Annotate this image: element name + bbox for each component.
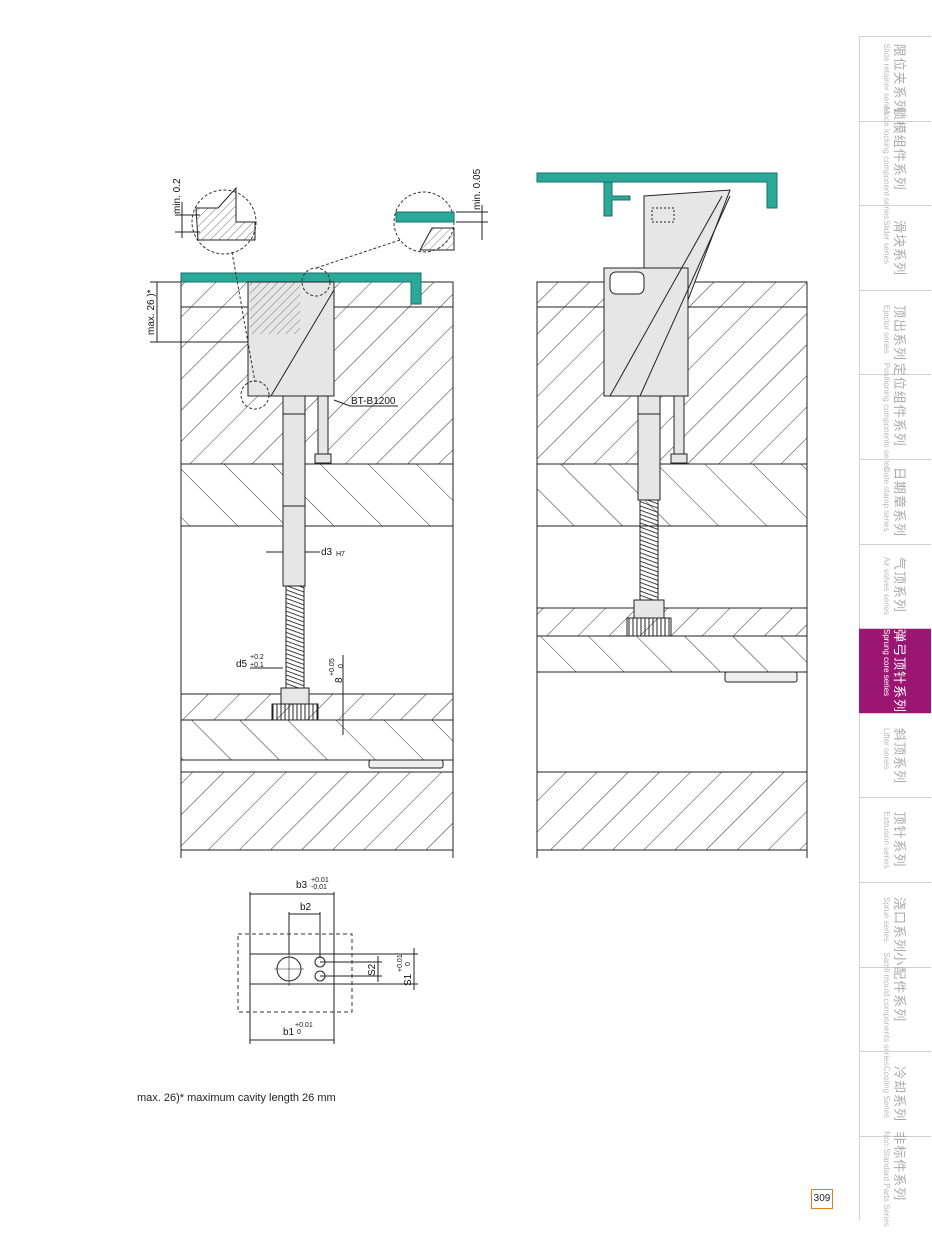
sidebar-tab-title: 锁模组件系列 [890,107,906,192]
label-d5-up: +0.2 [250,654,264,661]
label-d3: d3 [321,547,333,558]
sidebar-tab-subtitle: Date stamp series [881,466,891,532]
sidebar-tab-subtitle: Sprung core series [881,628,891,697]
left-plate-2 [180,463,454,527]
left-assembly: min. 0.2 min. 0.05 max. 26 )* BT-B1200 d… [146,168,488,858]
sidebar-tab-subtitle: Ejector series [881,304,891,354]
sidebar-tab-subtitle: Air valves series [881,557,891,616]
label-b1: b1 [283,1027,295,1038]
right-assembly [536,172,808,858]
sidebar-tab-title: 弹弓顶针系列 [890,628,906,713]
label-b1-lo: 0 [297,1029,301,1036]
sidebar-tab-subtitle: Slide retainer series [881,43,891,115]
left-core-pin [282,395,306,507]
left-nut [280,687,310,705]
sidebar-tab-title: 定位组件系列 [890,362,906,447]
label-s1-lo: 0 [405,962,412,966]
sidebar-tab-title: 滑块系列 [890,219,906,276]
left-knurled-head [271,703,319,721]
label-min-02: min. 0.2 [172,178,183,214]
sidebar-tab-subtitle: Positioning components series [881,362,891,472]
label-s1: S1 [403,973,414,986]
label-min-005: min. 0.05 [472,168,483,210]
label-part-number: BT-B1200 [351,396,396,407]
label-eight-up: +0.05 [329,658,336,676]
left-ejector-retainer [180,719,454,761]
label-d5: d5 [236,659,248,670]
sidebar-tab-title: 顶针系列 [890,811,906,868]
label-b3-up: +0.01 [311,877,329,884]
sidebar-tab-title: 小配件系列 [890,952,906,1023]
label-b2: b2 [300,902,312,913]
label-b3: b3 [296,880,308,891]
sidebar-tab-subtitle: Non-Standard Parts Series [881,1130,891,1227]
sidebar-tab-subtitle: Samll mould components series [881,952,891,1067]
plan-view: b3 +0.01 -0.01 b2 S2 S1 +0.01 0 b1 +0.01… [237,877,418,1044]
label-s2: S2 [367,963,378,976]
sidebar-tab-title: 浇口系列 [890,896,906,953]
sidebar-tab-subtitle: Slider series [881,219,891,264]
footnote: max. 26)* maximum cavity length 26 mm [137,1092,336,1104]
sidebar-tab-subtitle: Extrusion series [881,811,891,869]
label-d3-tol: H7 [336,551,345,558]
sidebar-tab-title: 非标件系列 [890,1130,906,1201]
sidebar-tab-subtitle: Mode locking component series [881,107,891,220]
left-bottom-plate [180,771,454,851]
sidebar-tab-title: 限位夹系列 [890,43,906,114]
label-b1-up: +0.01 [295,1022,313,1029]
sidebar-tab-title: 冷却系列 [890,1065,906,1122]
sidebar-tab-subtitle: Cooling Series [881,1065,891,1119]
label-eight: 8 [334,677,345,683]
left-guide-pin [317,395,329,455]
sidebar-tab-title: 斜顶系列 [890,727,906,784]
label-d5-lo: +0.1 [250,662,264,669]
right-molded-part [536,172,778,209]
sidebar-tab-subtitle: Sprue series [881,896,891,942]
page-number: 309 [811,1189,833,1209]
label-max-26: max. 26 )* [146,289,157,335]
label-eight-lo: 0 [338,664,345,668]
sidebar-tab-title: 顶出系列 [890,304,906,361]
sidebar-tab-title: 日期章系列 [890,466,906,537]
label-b3-lo: -0.01 [311,884,327,891]
label-s1-up: +0.01 [397,954,404,972]
sidebar-tab-subtitle: Lifter series [881,727,891,769]
sidebar-tab-title: 气顶系列 [890,557,906,614]
left-spring [285,585,305,689]
